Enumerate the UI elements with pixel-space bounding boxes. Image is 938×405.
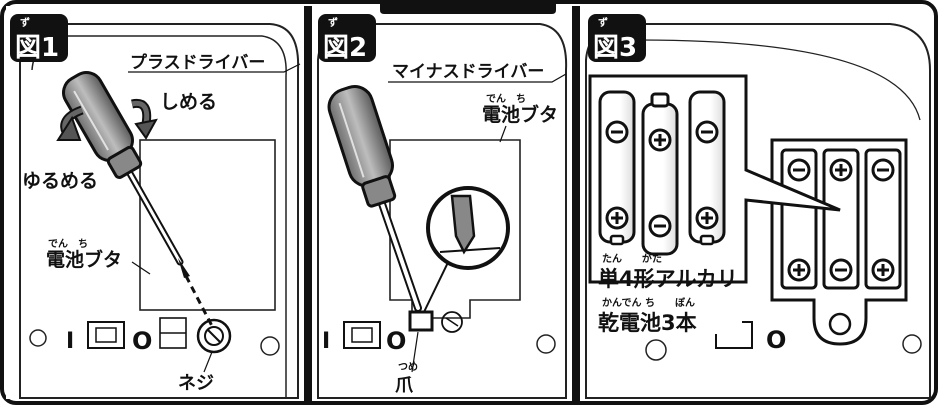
panel-3: O (585, 14, 931, 399)
hole-left (29, 329, 47, 347)
screw-guide-line (184, 275, 214, 327)
badge-2 (318, 14, 376, 62)
badge-1-text: 図1 (15, 33, 59, 63)
cover-label-2: 電池ブタ (482, 103, 558, 126)
aaa-batteries-icon (598, 90, 726, 256)
battery-cover-2 (389, 139, 521, 319)
switch-on-label-2: O (386, 327, 406, 355)
compartment-slots (780, 148, 902, 290)
cover-label-ruby: でん ち (48, 238, 88, 250)
hole-right (260, 336, 280, 356)
badge-3 (588, 14, 646, 62)
phillips-screwdriver-icon (62, 71, 143, 179)
claw-label-ruby: つめ (398, 361, 418, 373)
claw-label: 爪 (395, 375, 414, 396)
switch-off-label: I (66, 329, 74, 354)
badge-2-ruby: ず (328, 16, 338, 29)
battery-name-ruby: かんでん ち ぼん (602, 296, 695, 309)
tool-label: プラスドライバー (130, 52, 265, 73)
top-notch (380, 2, 556, 14)
screw-label: ネジ (178, 373, 214, 394)
tighten-label: しめる (160, 91, 217, 113)
badge-1-ruby: ず (20, 16, 30, 29)
battery-type: 単4形アルカリ (598, 267, 738, 291)
tool-label-2: マイナスドライバー (392, 62, 544, 82)
screw-2 (441, 311, 463, 333)
switch-slot-2 (343, 321, 381, 349)
battery-cover (139, 139, 276, 311)
hole-right-2 (536, 334, 556, 354)
cover-label-ruby-2: でん ち (486, 93, 526, 105)
panel-2: I O マイナスドライバー でん ち 電池ブタ つめ 爪 ず (317, 14, 568, 399)
switch-knob (95, 327, 117, 343)
switch-on-label: O (132, 327, 152, 355)
badge-1 (10, 14, 68, 62)
badge-3-ruby: ず (598, 16, 608, 29)
claw (408, 310, 434, 332)
badge-2-text: 図2 (323, 33, 367, 63)
battery-name: 乾電池3本 (598, 311, 697, 335)
screw (196, 318, 232, 354)
switch-slot (87, 321, 125, 349)
divider-2 (572, 6, 580, 401)
battery-type-ruby: たん がた (602, 252, 662, 265)
loosen-label: ゆるめる (22, 170, 98, 192)
cover-label: 電池ブタ (46, 248, 122, 271)
switch-off-label-2: I (322, 329, 330, 354)
divider-1 (304, 6, 312, 401)
badge-3-text: 図3 (593, 33, 637, 63)
panel-1: I O プラスドライバー しめる ゆるめる でん ち 電 (6, 6, 304, 399)
switch-on-label-3: O (766, 326, 786, 354)
flat-screwdriver-icon (327, 85, 397, 208)
